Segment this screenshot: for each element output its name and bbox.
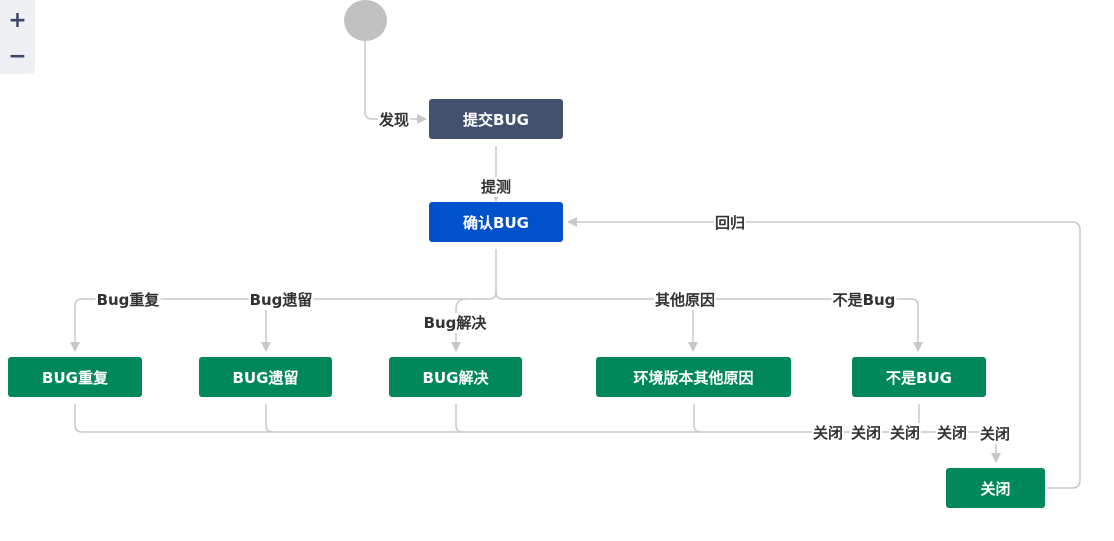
transition-bug-duplicate-label[interactable]: Bug重复 [95,290,161,310]
edge-branch-resolved [451,298,467,352]
transition-submit-test-label[interactable]: 提测 [479,177,513,197]
status-bug-remain[interactable]: BUG遗留 [199,357,332,397]
status-confirm-bug[interactable]: 确认BUG [429,202,563,242]
status-closed[interactable]: 关闭 [946,468,1045,508]
transition-close-label[interactable]: 关闭 [978,424,1012,444]
zoom-out-button[interactable]: − [8,44,27,69]
transition-close-label[interactable]: 关闭 [888,423,922,443]
edge-regression [567,217,1081,489]
transition-regression-label[interactable]: 回归 [713,213,747,233]
start-node[interactable] [344,0,387,41]
status-submit-bug[interactable]: 提交BUG [429,99,563,139]
transition-bug-resolved-label[interactable]: Bug解决 [422,313,488,333]
edge-branch-right [495,291,923,352]
transition-close-label[interactable]: 关闭 [811,423,845,443]
zoom-controls: + − [0,0,35,74]
transition-close-label[interactable]: 关闭 [935,423,969,443]
transition-bug-remain-label[interactable]: Bug遗留 [248,290,314,310]
status-bug-resolved[interactable]: BUG解决 [389,357,522,397]
status-not-bug[interactable]: 不是BUG [852,357,986,397]
transition-not-bug-label[interactable]: 不是Bug [831,290,897,310]
transition-close-label[interactable]: 关闭 [849,423,883,443]
zoom-in-button[interactable]: + [8,8,27,33]
status-env-other[interactable]: 环境版本其他原因 [596,357,791,397]
transition-discover-label[interactable]: 发现 [377,110,411,130]
edge-discover [364,41,427,124]
transition-other-reason-label[interactable]: 其他原因 [653,290,717,310]
status-bug-duplicate[interactable]: BUG重复 [8,357,142,397]
